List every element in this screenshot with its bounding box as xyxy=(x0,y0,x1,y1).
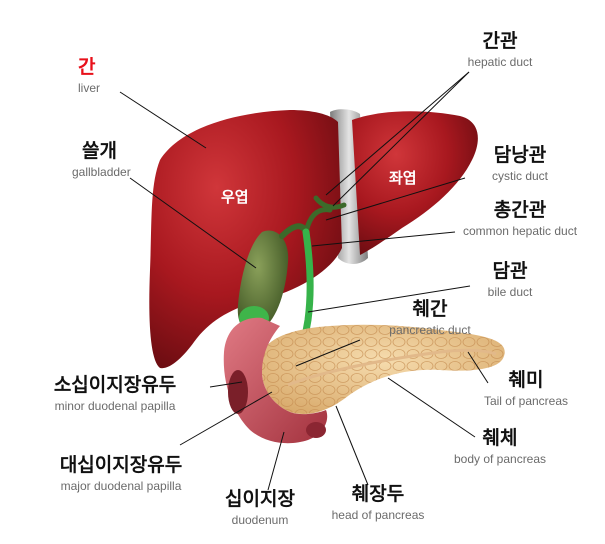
label-duodenum-ko: 십이지장 xyxy=(225,488,295,510)
label-pancreatic-duct: 췌간 pancreatic duct xyxy=(370,298,490,337)
label-tail-pancreas-ko: 췌미 xyxy=(508,369,544,391)
duodenum-end xyxy=(306,422,326,438)
label-head-pancreas-ko: 췌장두 xyxy=(351,483,405,505)
liver-right-lobe xyxy=(149,110,342,369)
label-liver-en: liver xyxy=(78,81,101,95)
label-body-pancreas-en: body of pancreas xyxy=(453,452,547,466)
label-bile-duct-ko: 담관 xyxy=(492,260,528,282)
label-major-papilla-ko: 대십이지장유두 xyxy=(59,454,183,476)
label-gallbladder-en: gallbladder xyxy=(72,165,131,179)
leader-lines xyxy=(119,71,489,491)
label-head-pancreas: 췌장두 head of pancreas xyxy=(316,483,440,522)
duodenum-opening xyxy=(228,370,248,414)
label-liver-ko: 간 xyxy=(78,56,96,78)
label-bile-duct: 담관 bile duct xyxy=(460,260,560,299)
label-pancreatic-duct-en: pancreatic duct xyxy=(389,323,471,337)
label-common-hepatic-duct-en: common hepatic duct xyxy=(462,224,578,238)
label-duodenum-en: duodenum xyxy=(231,513,289,527)
label-head-pancreas-en: head of pancreas xyxy=(331,508,425,522)
label-cystic-duct-en: cystic duct xyxy=(491,169,548,183)
label-minor-papilla-ko: 소십이지장유두 xyxy=(53,374,177,396)
label-common-hepatic-duct-ko: 총간관 xyxy=(493,199,547,221)
label-tail-pancreas: 췌미 Tail of pancreas xyxy=(465,369,587,408)
left-lobe-label: 좌엽 xyxy=(389,169,417,187)
label-duodenum: 십이지장 duodenum xyxy=(210,488,310,527)
label-gallbladder: 쓸개 gallbladder xyxy=(72,140,131,179)
label-hepatic-duct-en: hepatic duct xyxy=(467,55,533,69)
pancreas-texture xyxy=(262,324,505,415)
label-major-papilla-en: major duodenal papilla xyxy=(60,479,182,493)
label-hepatic-duct-ko: 간관 xyxy=(482,30,518,52)
label-body-pancreas: 췌체 body of pancreas xyxy=(438,427,562,466)
label-minor-papilla-en: minor duodenal papilla xyxy=(54,399,176,413)
label-bile-duct-en: bile duct xyxy=(487,285,533,299)
duodenum-shape xyxy=(223,317,328,444)
label-hepatic-duct: 간관 hepatic duct xyxy=(440,30,560,69)
label-minor-papilla: 소십이지장유두 minor duodenal papilla xyxy=(20,374,210,413)
label-cystic-duct-ko: 담낭관 xyxy=(493,144,547,166)
liver-left-lobe xyxy=(352,111,478,255)
right-lobe-label: 우엽 xyxy=(221,188,249,206)
label-body-pancreas-ko: 췌체 xyxy=(482,427,518,449)
label-tail-pancreas-en: Tail of pancreas xyxy=(483,394,569,408)
label-cystic-duct: 담낭관 cystic duct xyxy=(460,144,580,183)
label-gallbladder-ko: 쓸개 xyxy=(82,140,117,162)
label-common-hepatic-duct: 총간관 common hepatic duct xyxy=(440,199,600,238)
label-major-papilla: 대십이지장유두 major duodenal papilla xyxy=(26,454,216,493)
pancreatic-duct-line xyxy=(287,348,497,387)
label-liver: 간 liver xyxy=(78,56,101,95)
label-pancreatic-duct-ko: 췌간 xyxy=(412,298,448,320)
